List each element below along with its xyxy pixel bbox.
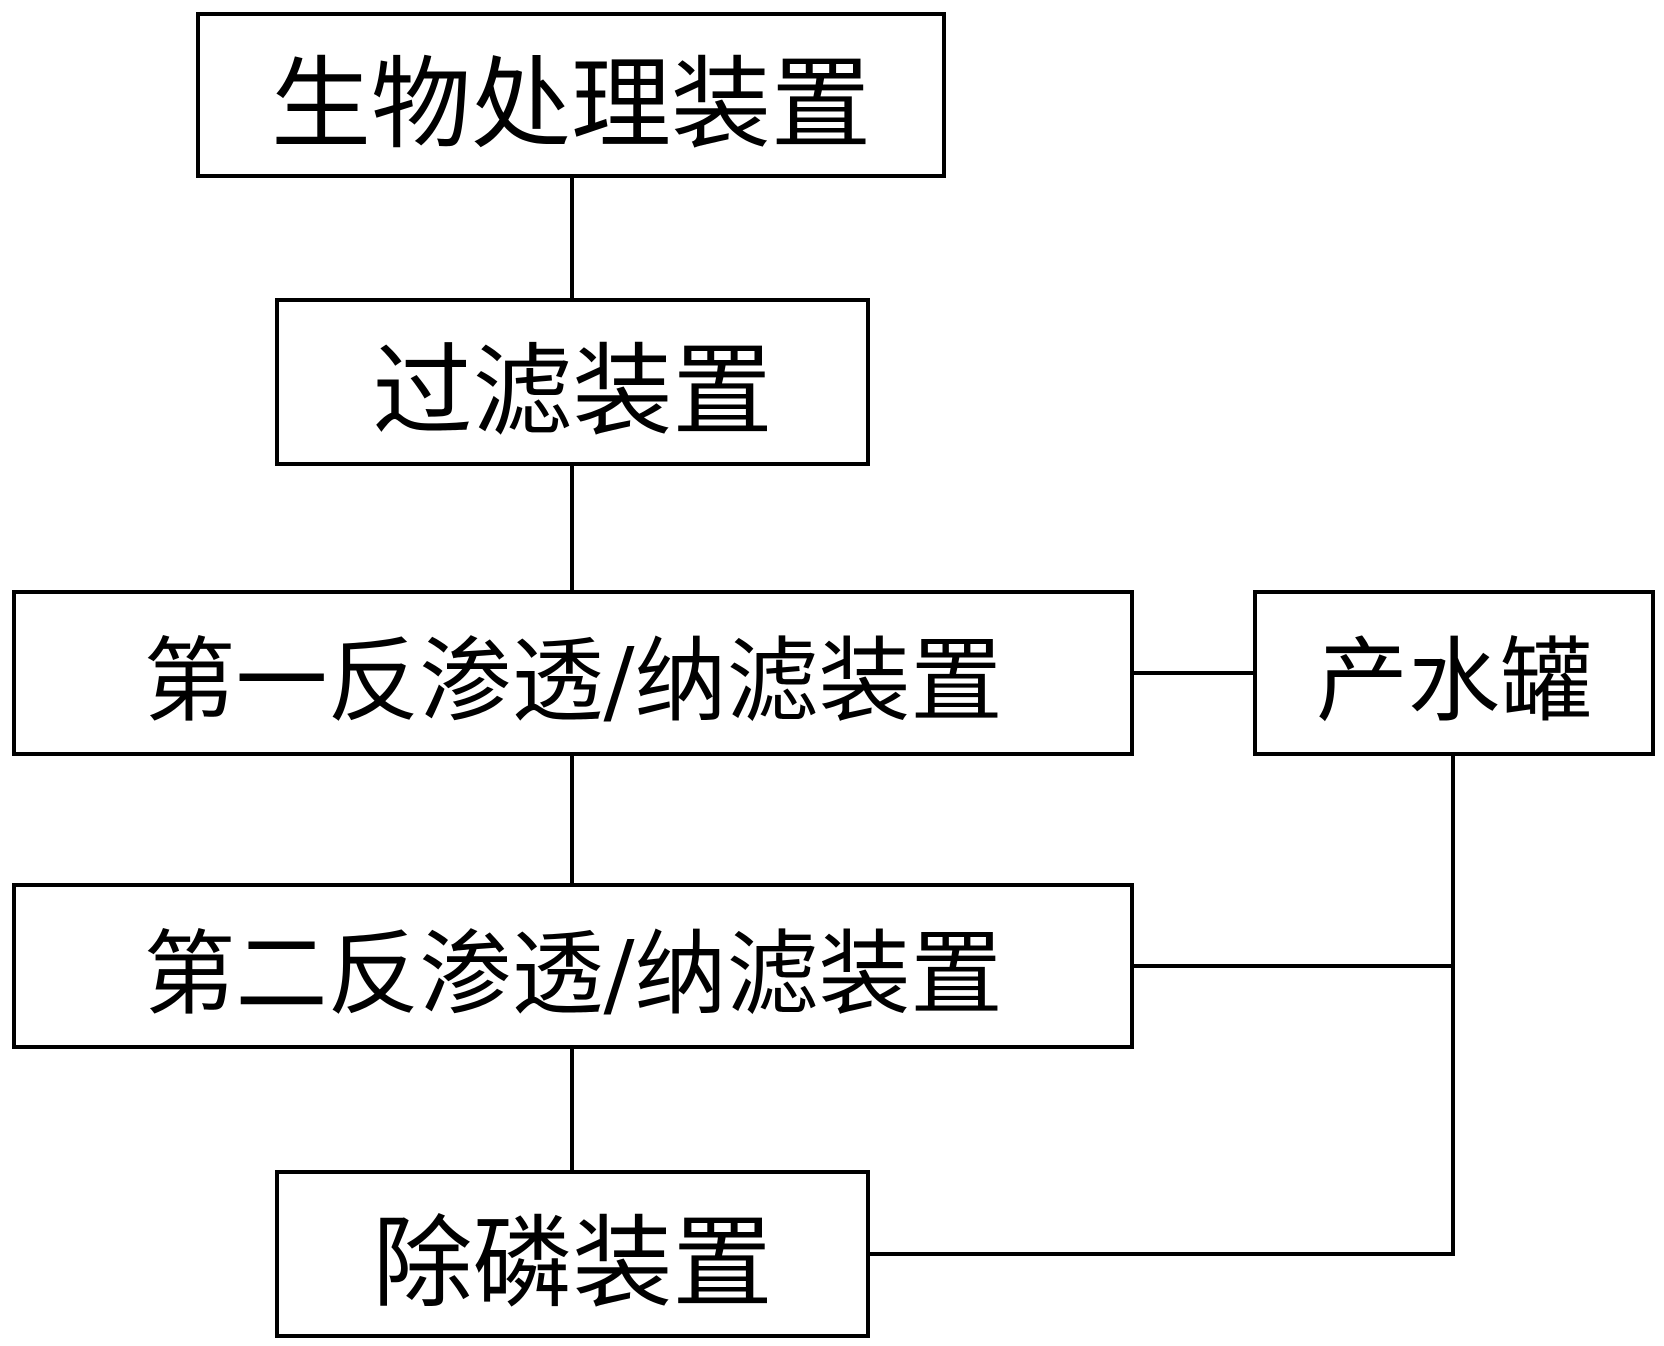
node-ro-nf-first: 第一反渗透/纳滤装置: [12, 590, 1134, 756]
node-product-water-tank-label: 产水罐: [1315, 627, 1592, 735]
node-ro-nf-first-label: 第一反渗透/纳滤装置: [143, 627, 1003, 735]
node-phosphorus-removal-label: 除磷装置: [372, 1204, 773, 1322]
node-filtration: 过滤装置: [275, 298, 870, 466]
node-ro-nf-second: 第二反渗透/纳滤装置: [12, 883, 1134, 1049]
node-product-water-tank: 产水罐: [1253, 590, 1655, 756]
node-bio-treatment: 生物处理装置: [196, 12, 946, 178]
node-filtration-label: 过滤装置: [372, 332, 773, 450]
node-bio-treatment-label: 生物处理装置: [271, 45, 871, 163]
node-ro-nf-second-label: 第二反渗透/纳滤装置: [143, 920, 1003, 1028]
node-phosphorus-removal: 除磷装置: [275, 1170, 870, 1338]
edge-return-to-tank: [870, 756, 1455, 1256]
